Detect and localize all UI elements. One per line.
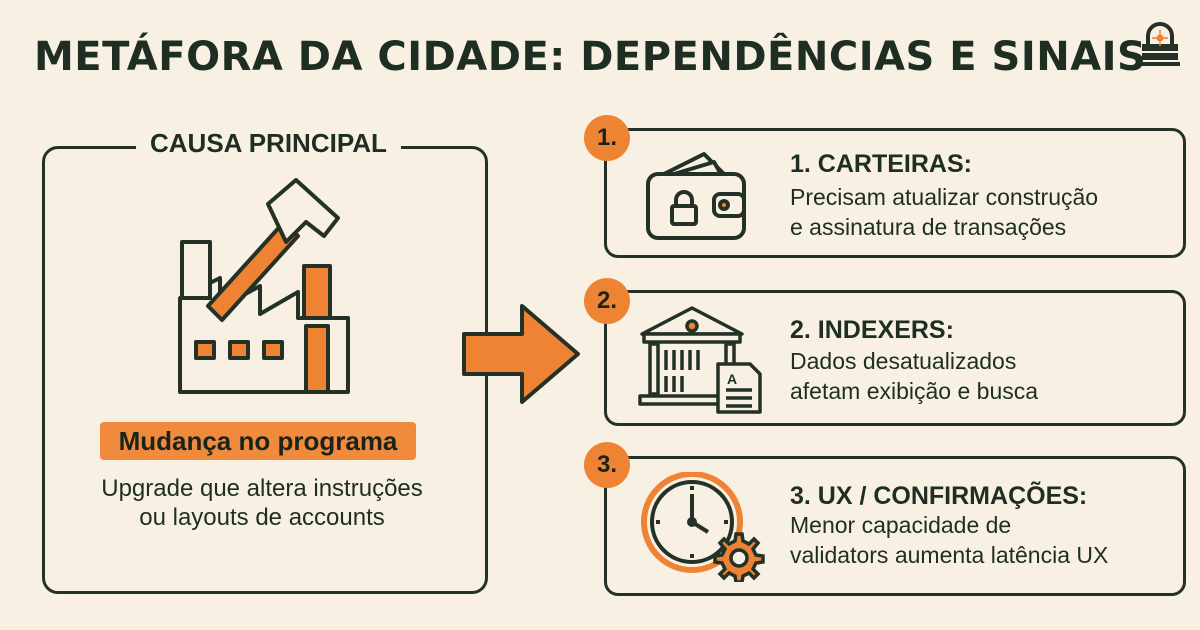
card-title-wallets: 1. CARTEIRAS: <box>790 150 972 178</box>
card-desc-ux-line1: Menor capacidade de <box>790 512 1012 538</box>
card-ux <box>604 456 1186 596</box>
cause-label: CAUSA PRINCIPAL <box>136 128 401 159</box>
card-title-indexers: 2. INDEXERS: <box>790 316 954 344</box>
card-title-ux: 3. UX / CONFIRMAÇÕES: <box>790 482 1088 510</box>
arrow-right-icon <box>462 304 580 404</box>
wallet-icon <box>646 152 746 240</box>
cause-highlight: Mudança no programa <box>100 422 416 460</box>
card-desc-wallets-line2: e assinatura de transações <box>790 214 1067 240</box>
cause-description: Upgrade que altera instruções ou layouts… <box>101 475 423 531</box>
card-indexers <box>604 290 1186 426</box>
lock-logo-icon <box>1140 22 1180 66</box>
factory-hammer-icon <box>178 178 350 394</box>
page-title: METÁFORA DA CIDADE: DEPENDÊNCIAS E SINAI… <box>34 34 1147 80</box>
card-desc-ux-line2: validators aumenta latência UX <box>790 542 1109 568</box>
step-number-2: 2. <box>584 278 630 324</box>
svg-text:A: A <box>727 371 737 387</box>
card-wallets <box>604 128 1186 258</box>
archive-building-icon: A <box>638 306 762 414</box>
card-desc-indexers-line2: afetam exibição e busca <box>790 378 1039 404</box>
step-number-1: 1. <box>584 115 630 161</box>
clock-gear-icon <box>641 472 765 582</box>
card-desc-wallets-line1: Precisam atualizar construção <box>790 184 1099 210</box>
card-desc-indexers-line1: Dados desatualizados <box>790 348 1017 374</box>
step-number-3: 3. <box>584 442 630 488</box>
